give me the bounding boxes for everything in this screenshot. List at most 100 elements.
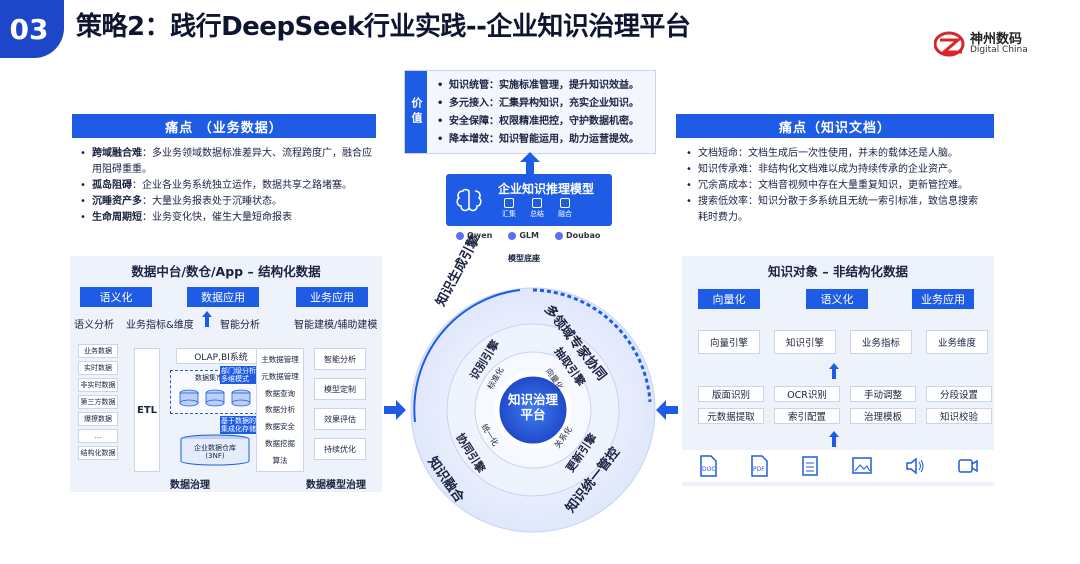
knowledge-step: 向量引擎 bbox=[698, 330, 760, 354]
source-item: 业务数据 bbox=[78, 344, 118, 358]
data-application-button[interactable]: 数据应用 bbox=[187, 287, 259, 307]
knowledge-step: 版面识别 bbox=[698, 386, 764, 402]
source-item: ... bbox=[78, 429, 118, 443]
model-sub-label: 融合 bbox=[558, 210, 572, 218]
governance-item: 元数据管理 bbox=[261, 371, 299, 381]
value-item: 知识统管：实施标准管理，提升知识效益。 bbox=[435, 77, 639, 95]
svg-text:PDF: PDF bbox=[753, 466, 765, 473]
source-item: 非实时数据 bbox=[78, 378, 118, 392]
business-application-button[interactable]: 业务应用 bbox=[912, 289, 974, 309]
source-item: 爆撩数据 bbox=[78, 412, 118, 426]
arrow-left-icon bbox=[656, 400, 678, 420]
arrow-up-icon bbox=[520, 152, 540, 174]
model-governance-label: 数据模型治理 bbox=[306, 480, 366, 491]
value-label: 价值 bbox=[405, 71, 427, 153]
model-governance-item: 持续优化 bbox=[314, 438, 366, 460]
platform-center-label: 知识治理 平台 bbox=[507, 392, 558, 422]
pain-key: 沉睡资产多 bbox=[92, 196, 142, 207]
governance-item: 主数据管理 bbox=[261, 354, 299, 364]
source-item: 第三方数据 bbox=[78, 395, 118, 409]
logo-mark-icon bbox=[933, 31, 965, 57]
audio-icon bbox=[905, 457, 923, 475]
pdf-icon: PDF bbox=[750, 455, 768, 477]
company-logo: 神州数码 Digital China bbox=[933, 26, 1038, 60]
knowledge-step: 治理模板 bbox=[850, 408, 916, 424]
semantic-button[interactable]: 语义化 bbox=[80, 287, 152, 307]
svg-text:DOC: DOC bbox=[702, 466, 716, 473]
arrow-right-icon bbox=[384, 400, 406, 420]
pain-key: 孤岛阻碍 bbox=[92, 180, 132, 191]
pain-key: 跨域融合难 bbox=[92, 148, 142, 159]
knowledge-step: 分段设置 bbox=[926, 386, 992, 402]
unstructured-panel-title: 知识对象 – 非结构化数据 bbox=[768, 264, 908, 279]
pain-left-list: 跨域融合难：多业务领域数据标准差异大、流程跨度广，融合应用阻碍重重。孤岛阻碍：企… bbox=[78, 146, 378, 226]
source-item: 结构化数据 bbox=[78, 446, 118, 460]
semantic-button[interactable]: 语义化 bbox=[806, 289, 868, 309]
pain-left-item: 沉睡资产多：大量业务报表处于沉睡状态。 bbox=[78, 194, 378, 210]
data-mart-label: 数据集市 bbox=[195, 374, 223, 382]
vendor-name: GLM bbox=[519, 231, 539, 240]
value-list: 知识统管：实施标准管理，提升知识效益。多元接入：汇集异构知识，充实企业知识。安全… bbox=[435, 77, 639, 149]
model-sub-item: 汇集 bbox=[502, 198, 516, 219]
value-key: 降本增效： bbox=[449, 134, 499, 145]
config-row: 元数据提取索引配置治理模板知识校验 bbox=[698, 408, 992, 424]
knowledge-step: 手动调整 bbox=[850, 386, 916, 402]
pain-right-header: 痛点（知识文档） bbox=[676, 114, 994, 138]
pain-right-item: 冗余高成本：文档音视频中存在大量重复知识，更新管控难。 bbox=[684, 178, 984, 194]
value-key: 知识统管： bbox=[449, 80, 499, 91]
model-sub-label: 汇集 bbox=[502, 210, 516, 218]
label-semantic-analysis: 语义分析 bbox=[74, 320, 114, 331]
governance-item: 数据查询 bbox=[265, 388, 295, 398]
page-title: 策略2：践行DeepSeek行业实践--企业知识治理平台 bbox=[76, 12, 691, 42]
knowledge-step: 知识引擎 bbox=[774, 330, 836, 354]
vectorize-button[interactable]: 向量化 bbox=[698, 289, 760, 309]
model-governance-item: 效果评估 bbox=[314, 408, 366, 430]
value-item: 多元接入：汇集异构知识，充实企业知识。 bbox=[435, 95, 639, 113]
warehouse-box: 企业数据仓库 (3NF) bbox=[180, 434, 250, 466]
knowledge-platform-circle bbox=[410, 287, 656, 533]
pain-right-item: 知识传承难：非结构化文档难以成为持续传承的企业资产。 bbox=[684, 162, 984, 178]
data-sources: 业务数据实时数据非实时数据第三方数据爆撩数据... 结构化数据 bbox=[78, 344, 118, 460]
source-item: 实时数据 bbox=[78, 361, 118, 375]
pain-left-header: 痛点 （业务数据） bbox=[72, 114, 376, 138]
pain-text: ：大量业务报表处于沉睡状态。 bbox=[142, 196, 282, 207]
label-smart-analysis: 智能分析 bbox=[220, 320, 260, 331]
engine-row: 向量引擎知识引擎业务指标业务维度 bbox=[698, 330, 988, 354]
pain-text: ：多业务领域数据标准差异大、流程跨度广，融合应用阻碍重重。 bbox=[92, 148, 372, 175]
image-icon bbox=[851, 457, 872, 474]
logo-name-en: Digital China bbox=[970, 45, 1028, 55]
pain-text: ：企业各业务系统独立运作，数据共享之路堵塞。 bbox=[132, 180, 352, 191]
model-vendor-glm: GLM bbox=[508, 231, 539, 240]
vendor-name: Qwen bbox=[467, 231, 493, 240]
unstructured-data-panel: 知识对象 – 非结构化数据 向量化 语义化 业务应用 向量引擎知识引擎业务指标业… bbox=[682, 256, 994, 486]
governance-item: 数据安全 bbox=[265, 422, 295, 432]
pain-right-item: 文档短命：文档生成后一次性使用，并未的载体还是人脑。 bbox=[684, 146, 984, 162]
pain-text: ：业务变化快，催生大量短命报表 bbox=[142, 212, 292, 223]
knowledge-step: 业务指标 bbox=[850, 330, 912, 354]
label-smart-modeling: 智能建模/辅助建模 bbox=[294, 320, 378, 331]
business-application-button[interactable]: 业务应用 bbox=[296, 287, 368, 307]
arrow-up-icon bbox=[829, 363, 839, 379]
model-vendor-doubao: Doubao bbox=[554, 231, 601, 240]
video-icon bbox=[957, 459, 978, 473]
model-vendor-qwen: Qwen bbox=[456, 231, 492, 240]
label-business-metrics: 业务指标&维度 bbox=[126, 320, 194, 331]
value-box: 价值 知识统管：实施标准管理，提升知识效益。多元接入：汇集异构知识，充实企业知识… bbox=[404, 70, 656, 154]
value-text: 实施标准管理，提升知识效益。 bbox=[499, 80, 639, 91]
file-type-row: DOC PDF bbox=[682, 450, 994, 482]
value-text: 权限精准把控，守护数据机密。 bbox=[499, 116, 639, 127]
governance-item: 数据挖掘 bbox=[265, 439, 295, 449]
knowledge-step: 索引配置 bbox=[774, 408, 840, 424]
model-sub-item: 融合 bbox=[558, 198, 572, 219]
knowledge-step: 元数据提取 bbox=[698, 408, 764, 424]
arrow-up-icon bbox=[202, 311, 212, 327]
data-governance-label: 数据治理 bbox=[170, 480, 210, 491]
structured-data-panel: 数据中台/数仓/App – 结构化数据 语义化 数据应用 业务应用 语义分析 业… bbox=[70, 256, 382, 492]
model-governance-list: 智能分析模型定制效果评估持续优化 bbox=[314, 348, 366, 460]
vendor-name: Doubao bbox=[565, 231, 601, 240]
structured-panel-title: 数据中台/数仓/App – 结构化数据 bbox=[131, 264, 321, 279]
value-key: 多元接入： bbox=[449, 98, 499, 109]
model-base-label: 模型底座 bbox=[508, 254, 540, 263]
logo-name-cn: 神州数码 bbox=[970, 32, 1023, 47]
value-item: 降本增效：知识智能运用，助力运营提效。 bbox=[435, 131, 639, 149]
